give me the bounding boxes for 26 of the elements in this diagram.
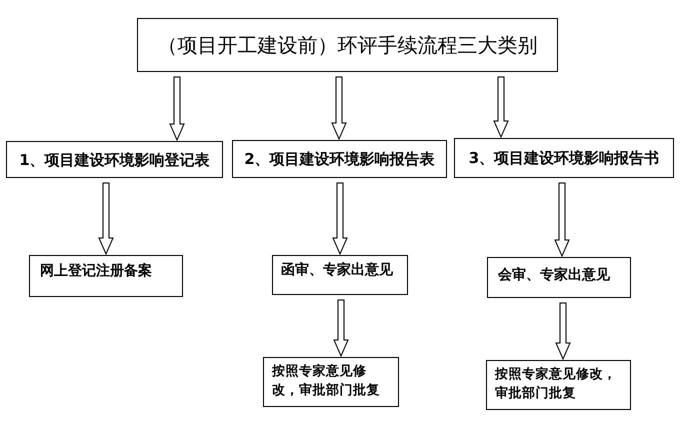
process-box [137,18,558,72]
node-label: 3、项目建设环境影响报告书 [468,149,660,167]
process-box [272,255,408,295]
node-label: 网上登记注册备案 [40,263,152,280]
node-label: （项目开工建设前）环评手续流程三大类别 [158,33,538,57]
process-box [263,357,399,407]
node-label: 2、项目建设环境影响报告表 [244,150,435,168]
block-arrow [554,182,570,258]
node-label: 会审、专家出意见 [498,267,610,284]
block-arrow [331,76,347,140]
block-arrow [333,300,349,358]
process-box [6,141,223,178]
process-box [487,257,631,298]
process-box [486,360,631,410]
block-arrow [555,302,571,360]
node-label: 函审、专家出意见 [281,262,393,279]
process-box [454,138,674,178]
block-arrow [493,76,509,138]
node-label: 按照专家意见修改，审批部门批复 [495,366,618,403]
process-box [29,255,183,297]
block-arrow [98,182,114,256]
node-label: 1、项目建设环境影响登记表 [19,150,210,168]
node-label: 按照专家意见修改，审批部门批复 [272,363,381,400]
process-box [232,140,447,178]
block-arrow [169,76,185,142]
block-arrow [332,182,348,256]
